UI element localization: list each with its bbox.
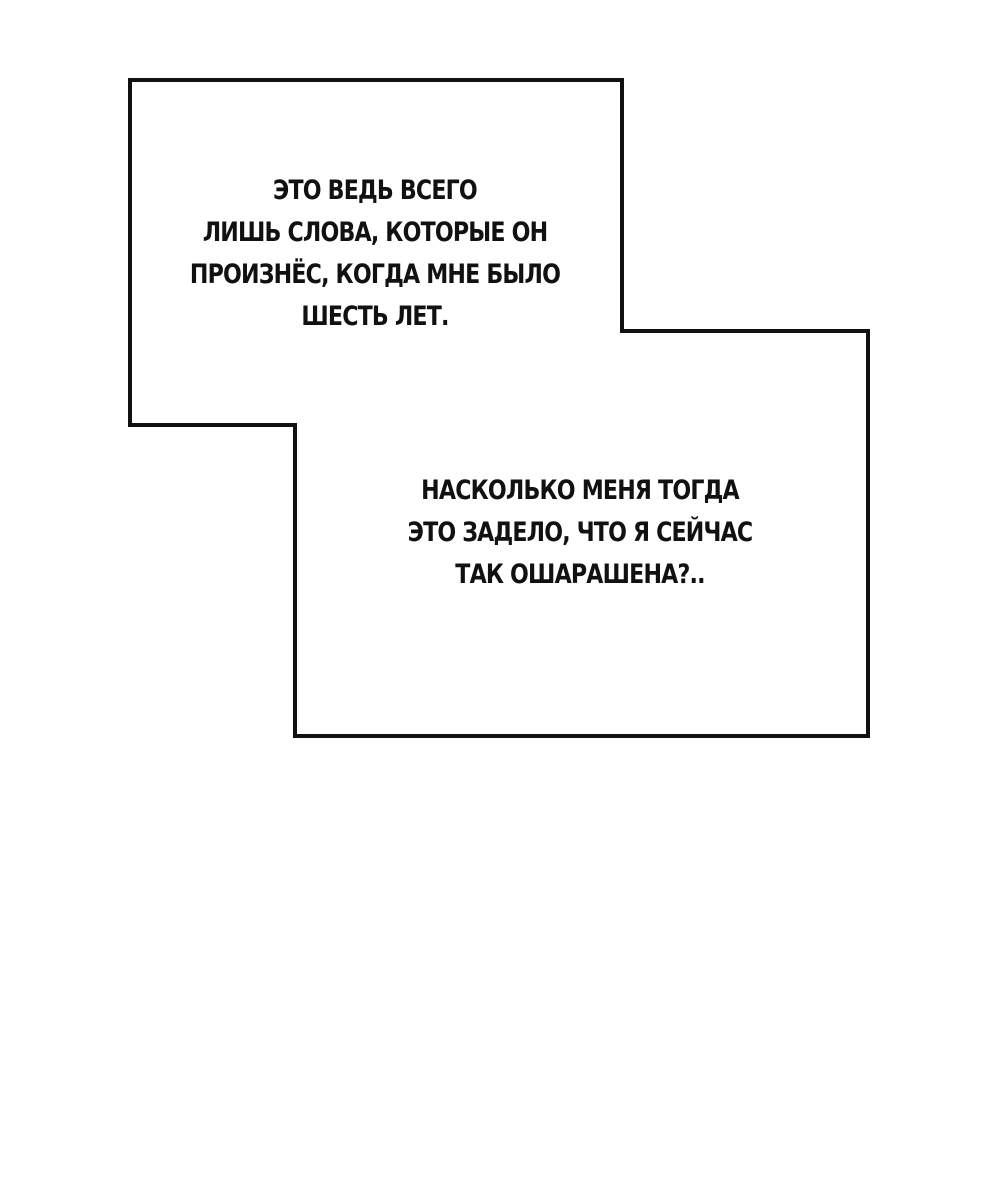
caption-1-line: ШЕСТЬ ЛЕТ.: [301, 301, 449, 332]
caption-text-1: ЭТО ВЕДЬ ВСЕГО ЛИШЬ СЛОВА, КОТОРЫЕ ОН ПР…: [182, 170, 567, 338]
caption-1-line: ПРОИЗНЁС, КОГДА МНЕ БЫЛО: [189, 259, 561, 290]
caption-2-line: ТАК ОШАРАШЕНА?..: [455, 559, 705, 590]
caption-2-line: НАСКОЛЬКО МЕНЯ ТОГДА: [421, 475, 739, 506]
caption-box-border: [128, 78, 870, 738]
caption-text-2: НАСКОЛЬКО МЕНЯ ТОГДА ЭТО ЗАДЕЛО, ЧТО Я С…: [375, 470, 785, 596]
caption-1-line: ЭТО ВЕДЬ ВСЕГО: [273, 175, 478, 206]
caption-1-line: ЛИШЬ СЛОВА, КОТОРЫЕ ОН: [202, 217, 548, 248]
caption-2-line: ЭТО ЗАДЕЛО, ЧТО Я СЕЙЧАС: [407, 517, 754, 548]
